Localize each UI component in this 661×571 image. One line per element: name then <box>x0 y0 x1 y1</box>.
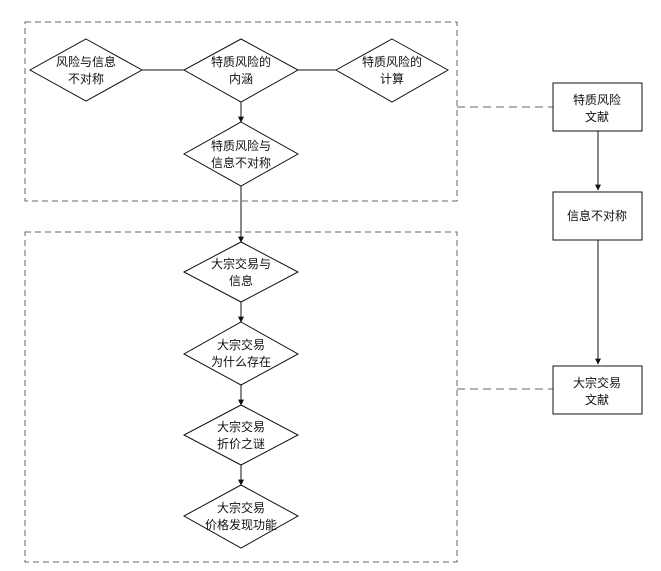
node-idiosyncratic-meaning: 特质风险的 内涵 <box>182 38 300 103</box>
node-idiosyncratic-meaning-line1: 特质风险的 <box>211 54 271 69</box>
node-risk-asymmetry-line2: 不对称 <box>68 72 104 86</box>
node-risk-info-asymmetry-shape <box>182 121 300 187</box>
node-block-trade-discount: 大宗交易 折价之谜 <box>182 404 300 466</box>
node-block-trade-price-discovery-line2: 价格发现功能 <box>205 517 277 532</box>
node-block-trade-info-line2: 信息 <box>229 273 253 288</box>
node-block-trade-info: 大宗交易与 信息 <box>182 241 300 303</box>
node-risk-info-asymmetry-line1: 特质风险与 <box>211 138 271 153</box>
node-block-literature-box <box>552 365 643 415</box>
node-risk-asymmetry: 风险与信息 不对称 <box>28 38 144 102</box>
node-block-literature-line2: 文献 <box>585 392 609 407</box>
node-idiosyncratic-calc-line1: 特质风险的 <box>362 54 422 69</box>
node-block-trade-discount-line1: 大宗交易 <box>217 419 265 434</box>
node-risk-literature-line2: 文献 <box>585 109 609 124</box>
node-block-trade-price-discovery-shape <box>182 484 300 549</box>
node-idiosyncratic-calc-shape <box>334 38 450 103</box>
node-risk-asymmetry-shape <box>28 38 144 102</box>
node-info-asymmetry-line1: 信息不对称 <box>567 208 627 223</box>
node-block-trade-price-discovery-line1: 大宗交易 <box>217 500 265 515</box>
node-block-trade-why-line2: 为什么存在 <box>211 355 271 369</box>
node-block-trade-why: 大宗交易 为什么存在 <box>182 321 300 386</box>
node-risk-asymmetry-line1: 风险与信息 <box>56 54 116 69</box>
node-block-trade-discount-shape <box>182 404 300 466</box>
node-block-trade-discount-line2: 折价之谜 <box>217 436 265 451</box>
node-risk-literature: 特质风险 文献 <box>552 82 643 132</box>
node-block-trade-why-shape <box>182 321 300 386</box>
node-idiosyncratic-calc-line2: 计算 <box>380 71 404 86</box>
node-block-literature-line1: 大宗交易 <box>573 375 621 390</box>
node-risk-info-asymmetry: 特质风险与 信息不对称 <box>182 121 300 187</box>
node-block-trade-price-discovery: 大宗交易 价格发现功能 <box>182 484 300 549</box>
node-info-asymmetry: 信息不对称 <box>552 191 643 241</box>
node-risk-literature-box <box>552 82 643 132</box>
node-idiosyncratic-meaning-line2: 内涵 <box>229 72 253 86</box>
node-info-asymmetry-box <box>552 191 643 241</box>
node-risk-info-asymmetry-line2: 信息不对称 <box>211 155 271 170</box>
top-group-frame <box>24 21 458 202</box>
node-block-trade-info-shape <box>182 241 300 303</box>
node-idiosyncratic-meaning-shape <box>182 38 300 103</box>
node-idiosyncratic-calc: 特质风险的 计算 <box>334 38 450 103</box>
node-block-literature: 大宗交易 文献 <box>552 365 643 415</box>
node-block-trade-why-line1: 大宗交易 <box>217 337 265 352</box>
node-risk-literature-line1: 特质风险 <box>573 92 621 107</box>
node-block-trade-info-line1: 大宗交易与 <box>211 256 271 271</box>
